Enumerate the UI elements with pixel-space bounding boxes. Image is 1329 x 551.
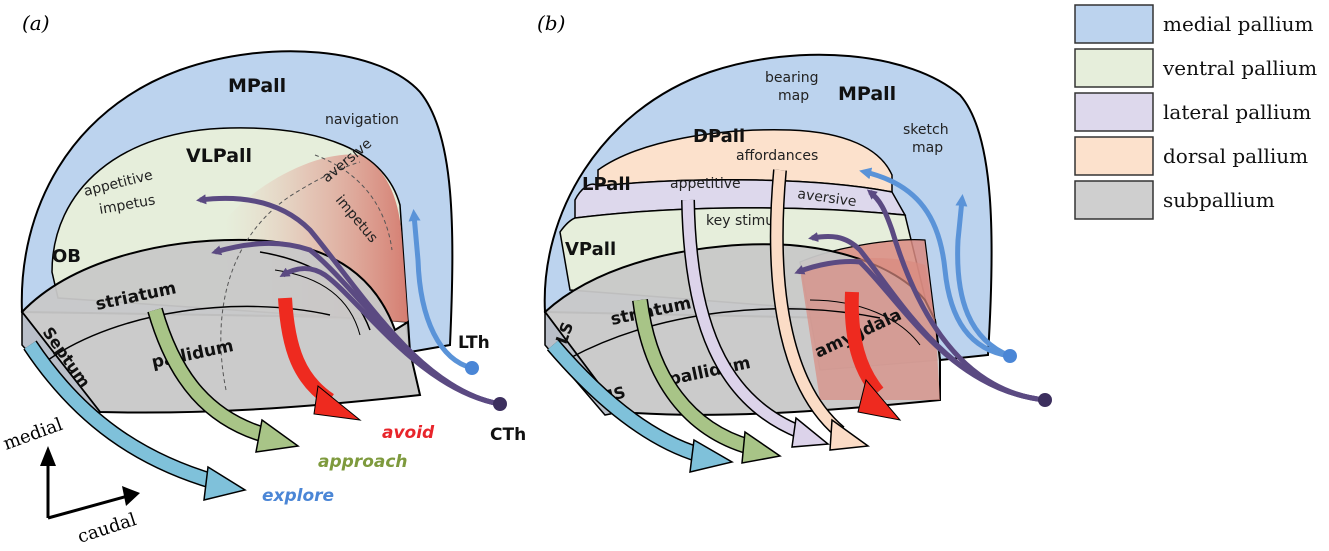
legend: medial pallium ventral pallium lateral pal…	[1074, 4, 1317, 220]
legend-swatch-0	[1074, 4, 1154, 44]
legend-swatch-2	[1074, 92, 1154, 132]
b-subpallium-arc-2	[809, 299, 921, 346]
b-red-arrow-head	[857, 378, 902, 421]
a-axis-medial-label: medial	[1, 414, 66, 455]
a-label-lth: LTh	[458, 333, 490, 353]
a-orientation-axes	[46, 462, 129, 520]
a-lth-blue-arrow	[408, 209, 473, 371]
b-blue-arrow-2	[955, 194, 1011, 359]
b-subpallium-arc-1	[569, 308, 881, 359]
panel-a: (a) MPall navigation VLPall appetitive i…	[1, 11, 527, 548]
b-peach-arrow-fill	[771, 169, 844, 437]
b-purple-arrow-3	[866, 189, 1046, 403]
b-red-arrow	[844, 291, 884, 397]
b-subpallium-amygdala-overlay	[800, 258, 940, 400]
b-cyan-arrow-fill	[548, 340, 702, 462]
b-label-sketch-map: map	[912, 140, 943, 156]
a-axis-caudal-label: caudal	[75, 509, 139, 548]
a-label-cth: CTh	[490, 425, 526, 445]
a-approach-arrow-fill	[148, 308, 270, 443]
a-label-vlpall: VLPall	[186, 145, 252, 167]
a-lth-node	[465, 361, 479, 375]
a-label-approach: approach	[318, 452, 408, 472]
a-cth-node	[493, 397, 507, 411]
legend-label-1: ventral pallium	[1162, 56, 1317, 80]
panel-a-tag: (a)	[22, 11, 50, 35]
b-label-key-stimuli: key stimuli	[706, 213, 782, 229]
a-avoid-arrow-head	[313, 385, 362, 421]
a-dashed-boundary-2	[314, 154, 393, 251]
a-approach-arrow-head	[255, 418, 300, 453]
b-label-affordances: affordances	[736, 148, 818, 164]
a-axis-caudal-head	[122, 486, 140, 506]
a-label-explore: explore	[262, 486, 334, 506]
b-label-dpall: DPall	[693, 126, 745, 147]
legend-swatch-3	[1074, 136, 1154, 176]
b-label-sketch: sketch	[903, 122, 949, 138]
legend-label-0: medial pallium	[1163, 12, 1313, 36]
b-cyan-arrow-head	[689, 438, 735, 473]
a-axis-medial-head	[40, 446, 56, 466]
a-label-ob: OB	[52, 246, 81, 267]
legend-label-3: dorsal pallium	[1163, 144, 1308, 168]
a-label-avoid: avoid	[382, 423, 435, 443]
b-lavender-arrow-fill	[682, 199, 803, 438]
legend-swatch-4	[1074, 180, 1154, 220]
b-label-lpall: LPall	[582, 174, 631, 195]
b-green-arrow-fill	[633, 299, 752, 454]
a-subpallium-arc-1	[47, 305, 331, 361]
b-peach-arrow-head	[829, 418, 871, 451]
a-cth-purple-arrow-3	[279, 266, 501, 407]
panel-b-tag: (b)	[537, 11, 565, 35]
b-label-vpall: VPall	[565, 239, 616, 260]
legend-label-2: lateral pallium	[1163, 100, 1311, 124]
b-blue-node	[1003, 349, 1017, 363]
a-label-mpall: MPall	[228, 75, 286, 97]
legend-swatch-1	[1074, 48, 1154, 88]
b-green-arrow-head	[741, 430, 782, 464]
b-label-bearing-map: map	[778, 88, 809, 104]
panel-b: (b) bearing map MPall sketch map DPall a…	[537, 11, 1052, 473]
b-label-mpall: MPall	[838, 83, 896, 105]
b-purple-node	[1038, 393, 1052, 407]
legend-label-4: subpallium	[1163, 188, 1275, 212]
b-label-bearing: bearing	[765, 70, 818, 86]
a-explore-arrow-head	[203, 465, 247, 501]
b-blue-arrow-1	[859, 167, 1011, 359]
b-lavender-arrow-head	[791, 416, 830, 448]
a-label-navigation: navigation	[325, 112, 399, 128]
a-explore-arrow-fill	[24, 341, 217, 489]
b-label-appetitive: appetitive	[670, 176, 741, 192]
